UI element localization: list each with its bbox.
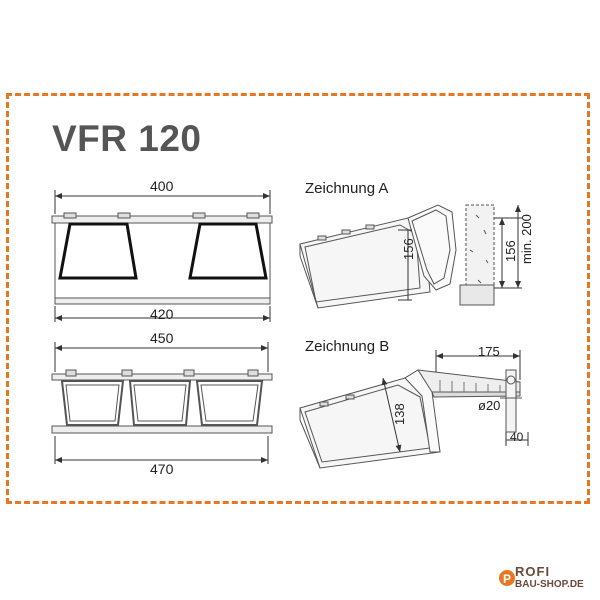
logo-mark: P — [499, 570, 515, 586]
dim-400: 400 — [150, 178, 174, 194]
page-title: VFR 120 — [52, 118, 202, 159]
dim-b-40: 40 — [510, 430, 524, 444]
dashed-frame — [6, 93, 590, 504]
drawing-b-label: Zeichnung B — [305, 338, 390, 355]
dim-450: 450 — [150, 330, 174, 346]
drawing-a — [299, 204, 522, 309]
dim-b-175: 175 — [478, 344, 500, 359]
top-left-drawing — [51, 190, 273, 322]
profi-bau-shop-logo[interactable]: ROFI BAU-SHOP.DE — [500, 562, 595, 596]
logo-line-2: BAU-SHOP.DE — [515, 579, 584, 590]
dim-a-156-left: 156 — [401, 238, 416, 260]
dim-470: 470 — [150, 461, 174, 477]
dim-b-138: 138 — [392, 403, 407, 425]
drawing-a-label: Zeichnung A — [305, 180, 389, 197]
logo-line-1: ROFI — [515, 564, 551, 579]
svg-text:P: P — [503, 572, 511, 586]
dim-a-min: min. 200 — [519, 214, 534, 264]
drawing-b — [299, 350, 529, 469]
bottom-left-drawing — [51, 342, 273, 464]
dim-420: 420 — [150, 306, 174, 322]
dim-a-156-right: 156 — [503, 240, 518, 262]
dim-b-diameter: ø20 — [478, 398, 501, 413]
